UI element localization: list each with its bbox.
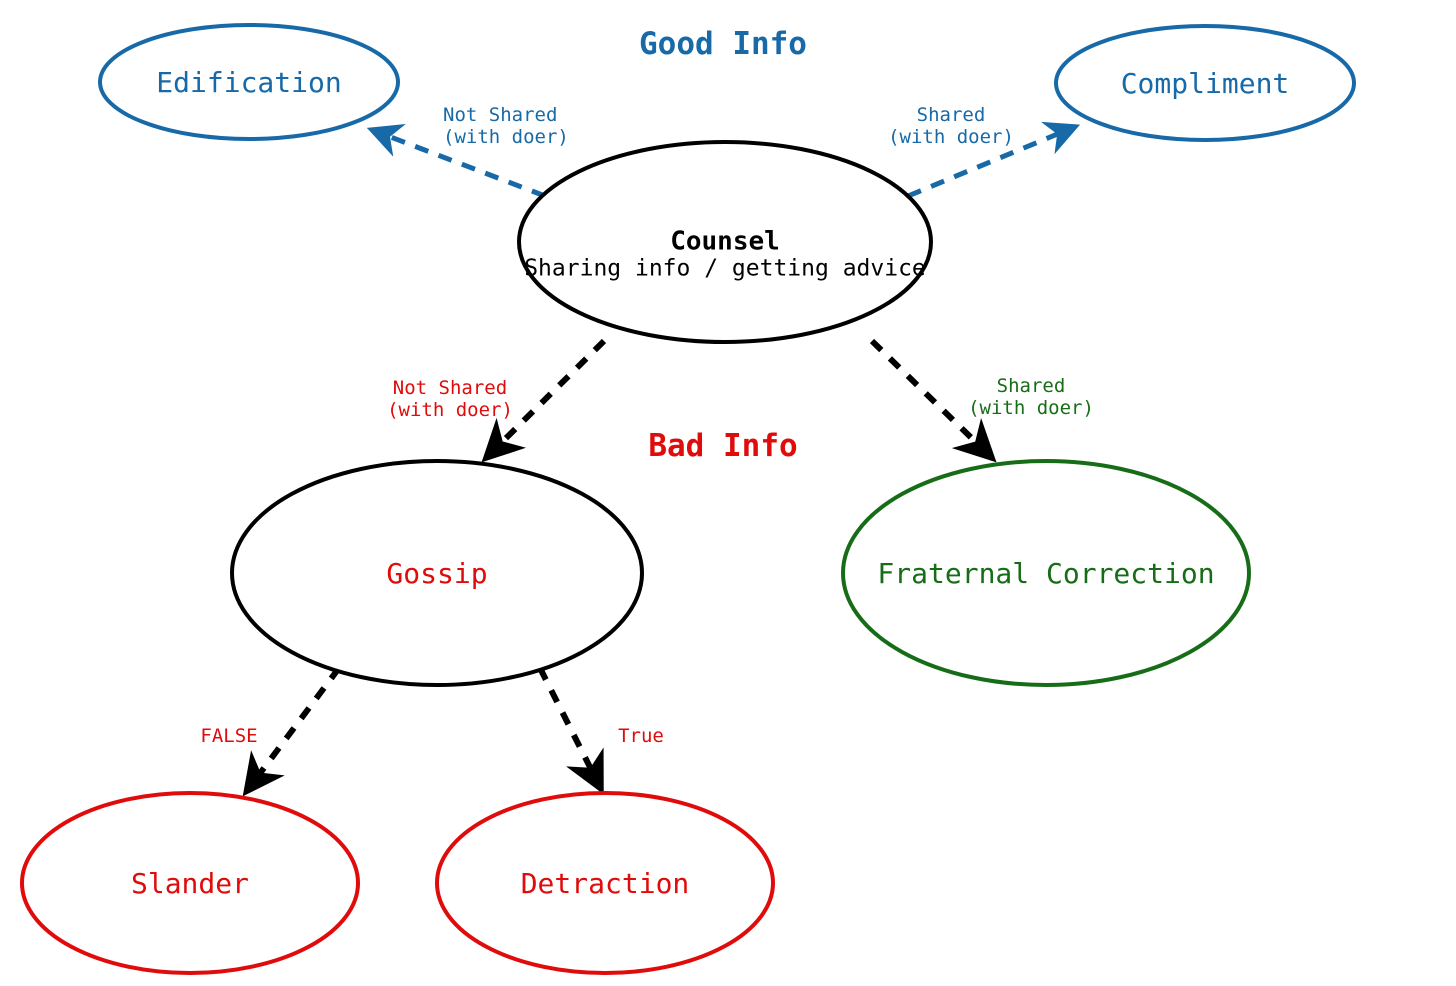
edge-label-line2: (with doer) <box>888 126 1014 148</box>
edge-line <box>242 666 342 797</box>
edge-label-line2: (with doer) <box>443 126 569 148</box>
edge-line <box>869 338 997 463</box>
node-compliment[interactable]: Compliment <box>1054 24 1356 142</box>
edge-label-line1: Not Shared <box>393 377 507 399</box>
node-ellipse[interactable] <box>98 23 400 141</box>
node-ellipse[interactable] <box>20 791 360 975</box>
section-title-bad-info: Bad Info <box>648 428 797 464</box>
node-ellipse[interactable] <box>435 791 775 975</box>
node-subtitle: Sharing info / getting advice <box>524 256 926 282</box>
node-label: Fraternal Correction <box>877 557 1214 590</box>
node-label: Detraction <box>521 867 690 900</box>
edge-label-line1: Shared <box>997 375 1066 397</box>
node-ellipse[interactable] <box>517 140 933 344</box>
edge-line <box>907 121 1081 199</box>
node-ellipse[interactable] <box>841 459 1251 687</box>
edge-gossip-to-slander: FALSE <box>200 666 342 797</box>
node-detraction[interactable]: Detraction <box>435 791 775 975</box>
node-gossip[interactable]: Gossip <box>230 459 644 687</box>
edge-counsel-to-gossip: Not Shared (with doer) <box>387 338 607 463</box>
edge-label-line1: Not Shared <box>443 104 557 126</box>
edge-counsel-to-compliment: Shared (with doer) <box>888 104 1081 199</box>
edge-counsel-to-edification: Not Shared (with doer) <box>366 104 569 199</box>
node-label: Edification <box>156 66 341 99</box>
edge-line <box>537 666 604 795</box>
node-fraternal-correction[interactable]: Fraternal Correction <box>841 459 1251 687</box>
edge-counsel-to-fraternal-correction: Shared (with doer) <box>869 338 1094 463</box>
node-label: Gossip <box>386 557 487 590</box>
node-ellipse[interactable] <box>230 459 644 687</box>
section-title-good-info: Good Info <box>639 26 807 62</box>
node-title: Counsel <box>670 227 780 257</box>
edge-label: True <box>618 725 664 747</box>
edge-line <box>481 338 607 463</box>
edge-label-line1: Shared <box>917 104 986 126</box>
node-label: Slander <box>131 867 249 900</box>
node-slander[interactable]: Slander <box>20 791 360 975</box>
node-counsel[interactable]: Counsel Sharing info / getting advice <box>517 140 933 344</box>
edge-label: FALSE <box>200 725 257 747</box>
node-label: Compliment <box>1121 67 1290 100</box>
edge-label-line2: (with doer) <box>968 397 1094 419</box>
node-ellipse[interactable] <box>1054 24 1356 142</box>
edge-label-line2: (with doer) <box>387 399 513 421</box>
edge-line <box>366 124 546 199</box>
node-edification[interactable]: Edification <box>98 23 400 141</box>
edge-gossip-to-detraction: True <box>537 666 664 795</box>
